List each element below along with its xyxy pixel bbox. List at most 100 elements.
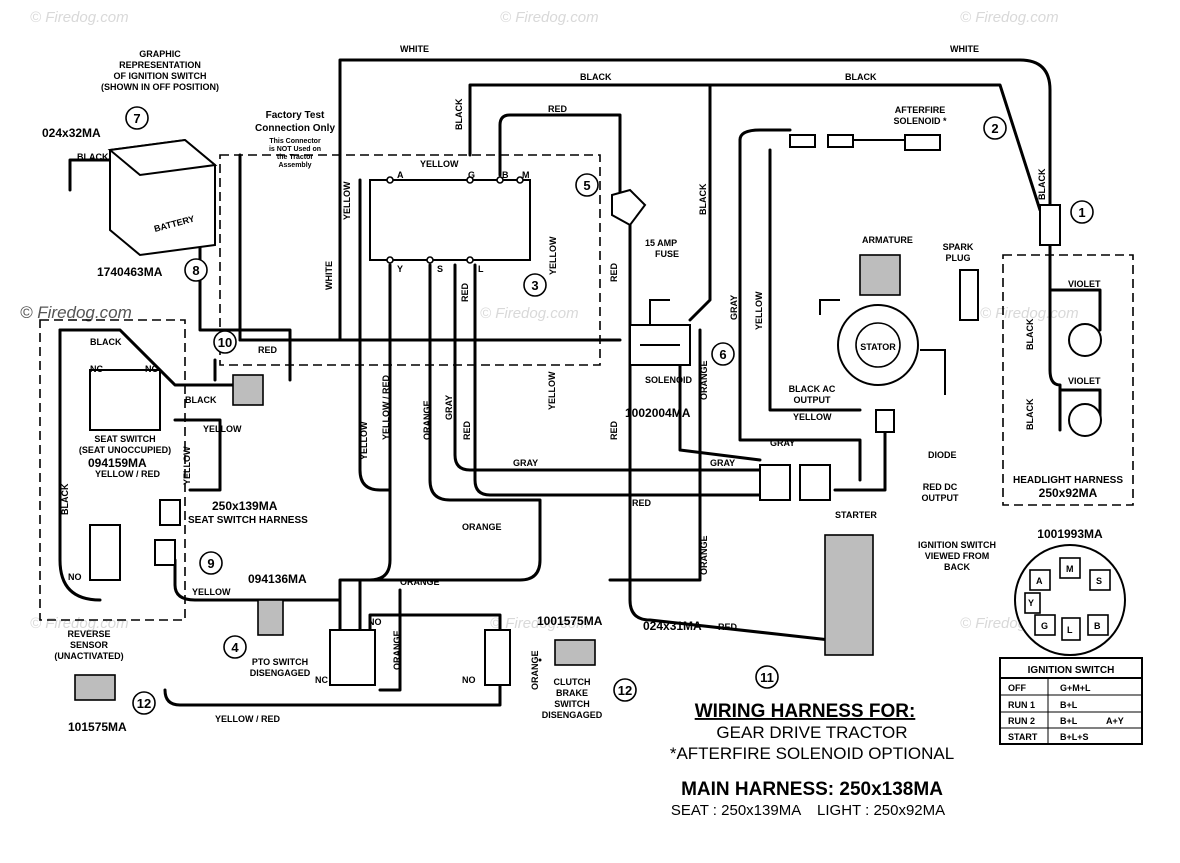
note-graphic: OF IGNITION SWITCH (114, 71, 207, 81)
callout-circle (132, 691, 156, 715)
ignition-back-view (1014, 544, 1126, 656)
wire-label-orange: ORANGE (699, 535, 709, 575)
wire-label-gray: GRAY (444, 395, 454, 420)
pto-switch (329, 629, 376, 686)
starter-cable-pn: 024x31MA (643, 619, 702, 633)
terminal-dot (496, 176, 504, 184)
wire-label-yellow-red: YELLOW / RED (95, 469, 161, 479)
black-wire-fuse (688, 83, 712, 322)
wire-label-yellow: YELLOW (203, 424, 242, 434)
wire-label-white: WHITE (950, 44, 979, 54)
seat-switch-label: SEAT SWITCH (94, 434, 155, 444)
seat-black-left (58, 328, 102, 602)
ground-lead (920, 349, 946, 395)
pto-nc-label: NC (315, 675, 328, 685)
table-cell: START (1008, 732, 1038, 742)
headlight-connector (1039, 204, 1061, 246)
callout-number: 12 (618, 683, 632, 698)
switches (74, 369, 596, 701)
yellow-lower (173, 558, 342, 602)
callout-number: 11 (760, 670, 774, 685)
seat-switch-label: (SEAT UNOCCUPIED) (79, 445, 171, 455)
orange-wire-right (608, 328, 702, 582)
seat-switch (89, 369, 161, 431)
wire-label-black: BLACK (1025, 318, 1035, 350)
ign-view-label: BACK (944, 562, 970, 572)
watermark: © Firedog.com (490, 615, 589, 632)
ignition-switch-graphic (369, 176, 531, 264)
title-main: WIRING HARNESS FOR: (695, 701, 916, 722)
wire-label-black: BLACK (698, 183, 708, 215)
armature-label: ARMATURE (862, 235, 913, 245)
note-factory: Factory Test (266, 110, 325, 121)
ground-lead (819, 299, 840, 315)
red-wire-2 (473, 263, 762, 497)
table-cell: RUN 2 (1008, 716, 1035, 726)
wire-label-yellow: YELLOW (420, 159, 459, 169)
terminal-dot (426, 256, 434, 264)
back-terminal: Y (1028, 598, 1034, 608)
switch-body (369, 179, 531, 261)
wire-label-violet: VIOLET (1068, 279, 1101, 289)
terminal-label: S (437, 264, 443, 274)
clutch-label: SWITCH (554, 699, 590, 709)
callout-circle (711, 342, 735, 366)
watermark: © Firedog.com (30, 9, 129, 26)
table-cell: A+Y (1106, 716, 1124, 726)
note-factory-small: Assembly (278, 162, 311, 169)
terminal-dot (386, 176, 394, 184)
table-cell: B+L (1060, 716, 1078, 726)
black-ac-label: OUTPUT (794, 395, 832, 405)
back-terminal: S (1096, 576, 1102, 586)
fuse-body (611, 188, 647, 227)
orange-pto-clutch (368, 613, 502, 642)
fuse (611, 188, 647, 227)
terminal-label: A (397, 170, 404, 180)
violet-2 (1058, 388, 1102, 422)
callout-number: 3 (531, 278, 538, 293)
table-cell: G+M+L (1060, 683, 1091, 693)
connectors-center (759, 464, 831, 501)
clutch-no-label: NO (462, 675, 476, 685)
terminal-a (1029, 569, 1051, 591)
clutch-pn: 1001575MA (537, 614, 603, 628)
red-dc-wire (833, 428, 887, 492)
battery-top (107, 138, 218, 177)
wire-label-orange: ORANGE (530, 650, 540, 690)
connector-block (759, 464, 791, 501)
labels: GRAPHIC REPRESENTATION OF IGNITION SWITC… (42, 44, 1123, 819)
wire-label-yellow: YELLOW (342, 181, 352, 220)
ign-view-label: VIEWED FROM (925, 551, 990, 561)
headlight-bulb (1068, 403, 1102, 437)
callout-circle (223, 635, 247, 659)
note-graphic: (SHOWN IN OFF POSITION) (101, 82, 219, 92)
solenoid (629, 299, 691, 366)
reverse-no-label: NO (68, 572, 82, 582)
black-headlight (1048, 238, 1062, 432)
wires (58, 58, 1102, 707)
black-ac-wire (738, 128, 792, 142)
callout-number: 7 (133, 111, 140, 126)
pto-no-label: NO (368, 617, 382, 627)
afterfire-label: SOLENOID * (893, 116, 947, 126)
wire-label-yellow: YELLOW (548, 236, 558, 275)
callouts: 1 2 3 4 5 6 7 8 9 10 11 12 12 (125, 106, 1094, 715)
callout-number: 10 (218, 335, 232, 350)
back-terminal: G (1041, 621, 1048, 631)
headlight-harness-outline (1002, 254, 1134, 506)
diode-body (875, 409, 895, 433)
wire-label-gray: GRAY (513, 458, 538, 468)
wire-label-yellow: YELLOW (793, 412, 832, 422)
terminal-label: B (502, 170, 509, 180)
callout-number: 12 (137, 696, 151, 711)
solenoid-mount (649, 299, 670, 325)
reverse-sensor-switch (89, 524, 121, 581)
title-line2: *AFTERFIRE SOLENOID OPTIONAL (670, 744, 954, 763)
diode-label: DIODE (928, 450, 957, 460)
yellow-wire-1 (358, 178, 392, 492)
watermark: © Firedog.com (20, 303, 132, 322)
wire-label-white: WHITE (324, 261, 334, 290)
table-cell: RUN 1 (1008, 700, 1035, 710)
wire-label-red: RED (609, 420, 619, 440)
